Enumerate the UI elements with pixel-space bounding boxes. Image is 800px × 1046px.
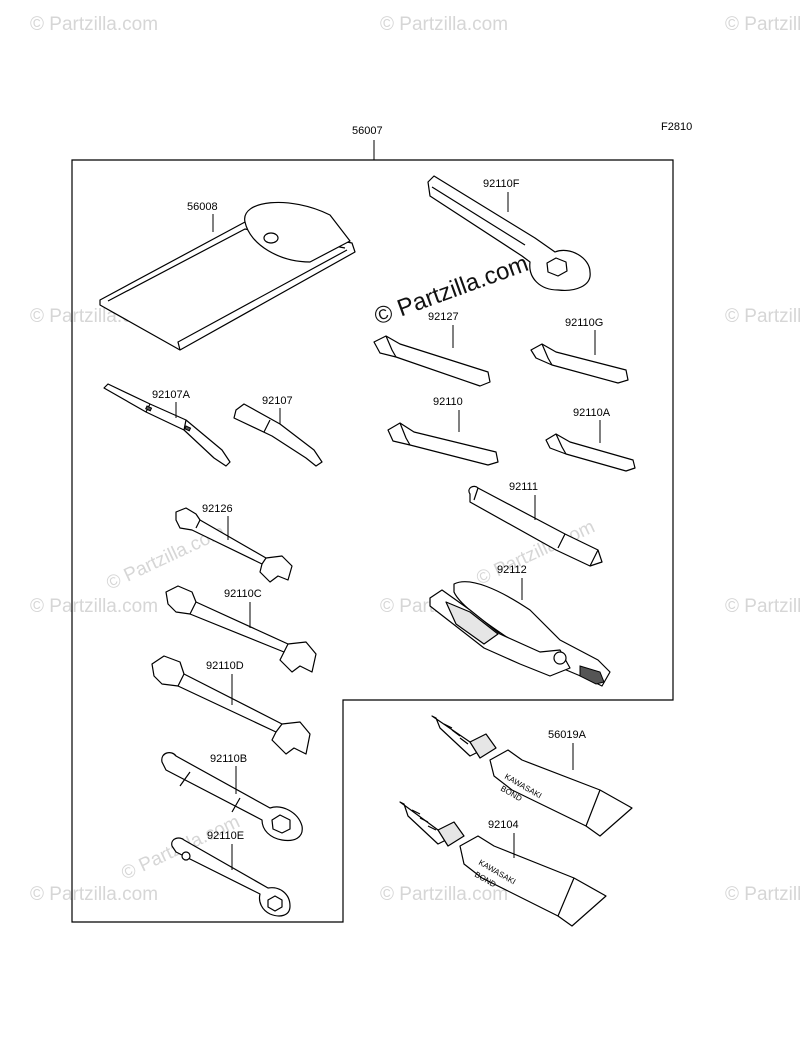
hex-key-92110a [545,433,636,472]
part-label-hex-g: 92110G [565,317,603,329]
spanner-92110d [151,655,311,755]
box-wrench-92110b [161,752,303,842]
figure-code: F2810 [661,121,692,133]
box-wrench-92110e [171,837,291,917]
bond-tube-92104: KAWASAKI BOND [399,801,607,927]
pliers [429,581,611,687]
watermark: © Partzilla.com [725,884,800,905]
kit-frame [71,159,674,923]
part-label-handle: 92111 [509,481,538,493]
part-label-bond: 92104 [488,819,519,831]
extension-handle [468,485,603,567]
watermark: © Partzilla.com [725,306,800,327]
watermark: © Partzilla.com [380,884,508,905]
spanner-92126 [175,507,293,583]
part-label-spanner-c: 92110C [224,588,262,600]
part-label-hex-a: 92110A [573,407,611,419]
hex-key-92110 [387,422,499,466]
watermark: © Partzilla.com [725,14,800,35]
watermark: © Partzilla.com [30,14,158,35]
watermark-layer: © Partzilla.com © Partzilla.com © Partzi… [30,14,800,905]
part-label-hex-92127: 92127 [428,311,459,323]
bond-tube-56019a: KAWASAKI BOND [431,715,633,837]
part-label-kit: 56007 [352,125,383,137]
part-label-driver: 92107 [262,395,293,407]
part-label-driver-a: 92107A [152,389,191,401]
part-label-pouch: 56008 [187,201,218,213]
watermark: © Partzilla.com [30,596,158,617]
part-label-spanner-92126: 92126 [202,503,233,515]
watermark: © Partzilla.com [725,596,800,617]
ring-wrench [427,175,591,291]
part-label-box-b: 92110B [210,753,247,765]
screwdriver-bit-92107 [233,403,323,467]
part-label-spanner-d: 92110D [206,660,244,672]
part-label-wrench-f: 92110F [483,178,520,190]
hex-key-92110g [530,343,629,384]
spanner-92110c [165,585,317,673]
tool-pouch [99,201,356,351]
screwdriver-bit-92107a [103,383,231,467]
part-label-pliers: 92112 [497,564,527,576]
watermark: © Partzilla.com [380,14,508,35]
watermark: © Partzilla.com [30,884,158,905]
part-label-bond-a: 56019A [548,729,587,741]
hex-key-92127 [373,335,491,387]
part-label-hex-92110: 92110 [433,396,463,408]
part-label-box-e: 92110E [207,830,244,842]
